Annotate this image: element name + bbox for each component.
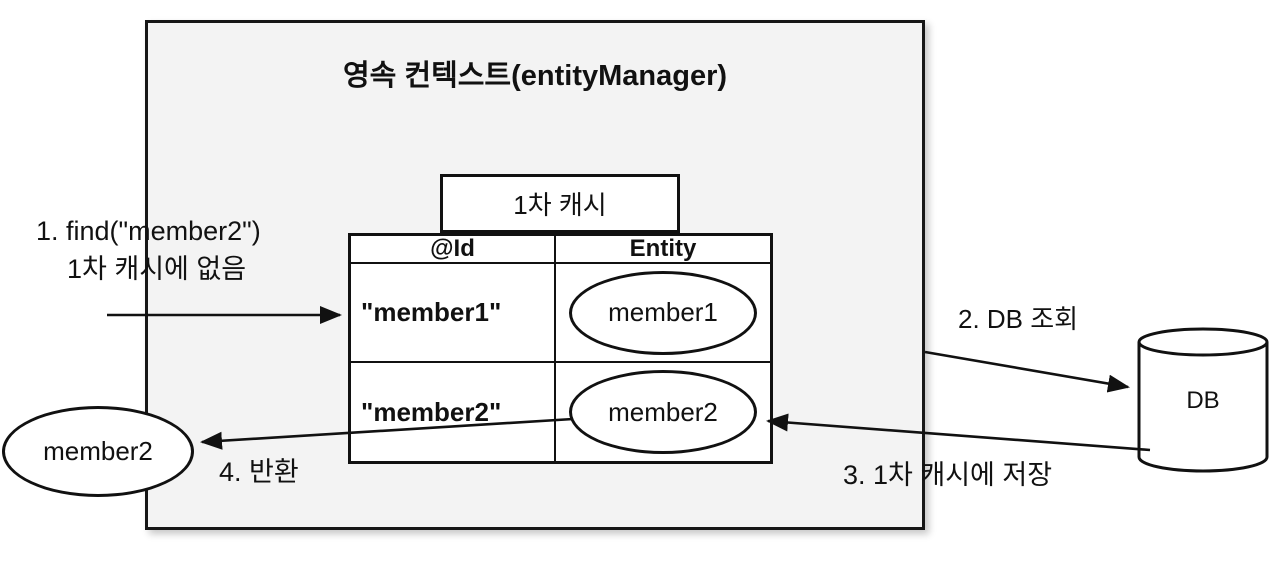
table-header-id: @Id — [351, 235, 556, 264]
annotation-step1-line1: 1. find("member2") — [36, 216, 261, 246]
annotation-step3: 3. 1차 캐시에 저장 — [843, 460, 1053, 490]
annotation-step1-line2: 1차 캐시에 없음 — [67, 254, 247, 284]
member2-entity-label: member2 — [608, 396, 718, 427]
annotation-step2: 2. DB 조회 — [958, 304, 1079, 334]
table-row-member2-id: "member2" — [351, 363, 556, 461]
member1-entity-ellipse: member1 — [569, 270, 757, 355]
returned-member2-label: member2 — [43, 436, 153, 466]
first-level-cache-label-box: 1차 캐시 — [440, 174, 680, 233]
table-header-entity: Entity — [556, 235, 770, 264]
first-level-cache-table: @Id Entity "member1" member1 "member2" m… — [348, 233, 773, 464]
member2-entity-ellipse: member2 — [569, 370, 757, 454]
table-row-member1-entity-cell: member1 — [556, 264, 770, 363]
table-row-member1-id: "member1" — [351, 264, 556, 363]
table-row-member2-entity-cell: member2 — [556, 363, 770, 461]
returned-member2-ellipse: member2 — [2, 406, 194, 497]
annotation-step1: 1. find("member2") 1차 캐시에 없음 — [36, 212, 261, 288]
arrow-step2-db-lookup — [924, 350, 1130, 393]
annotation-step4: 4. 반환 — [219, 457, 299, 487]
persistence-context-title: 영속 컨텍스트(entityManager) — [342, 60, 728, 92]
member1-entity-label: member1 — [608, 297, 718, 327]
db-label: DB — [1186, 387, 1220, 414]
first-level-cache-label: 1차 캐시 — [513, 190, 607, 220]
